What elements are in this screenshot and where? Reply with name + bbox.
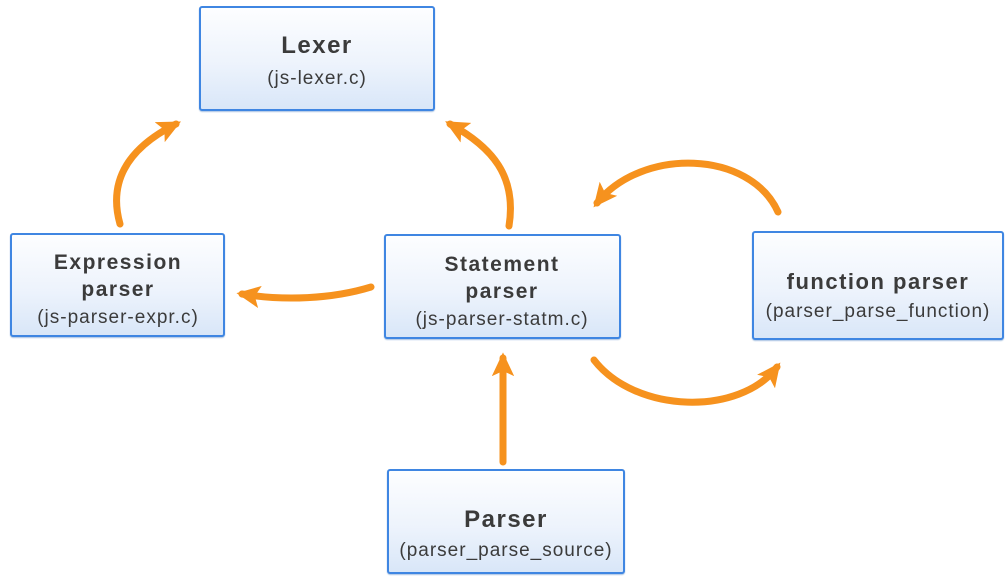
node-function-parser: function parser (parser_parse_function)	[752, 231, 1004, 340]
node-lexer-title: Lexer	[281, 32, 353, 59]
node-statement-parser-title-line2: parser	[465, 280, 538, 303]
node-lexer: Lexer (js-lexer.c)	[199, 6, 435, 111]
node-parser-subtitle: (parser_parse_source)	[399, 540, 612, 561]
arrow-expression-parser-to-lexer	[113, 120, 182, 228]
node-statement-parser-title-line1: Statement	[444, 253, 559, 276]
node-expression-parser-box	[10, 233, 225, 337]
node-statement-parser-subtitle: (js-parser-statm.c)	[415, 309, 588, 330]
node-parser-title: Parser	[464, 506, 548, 533]
arrow-statement-parser-to-function-parser	[590, 356, 781, 406]
node-function-parser-subtitle: (parser_parse_function)	[766, 301, 991, 322]
node-statement-parser: Statement parser (js-parser-statm.c)	[384, 234, 621, 339]
node-parser: Parser (parser_parse_source)	[387, 469, 625, 574]
arrow-function-parser-to-statement-parser	[593, 159, 782, 216]
node-statement-parser-box	[384, 234, 621, 339]
node-parser-box	[387, 469, 625, 574]
node-expression-parser-title-line1: Expression	[54, 251, 182, 274]
node-function-parser-title: function parser	[787, 269, 970, 294]
node-expression-parser-subtitle: (js-parser-expr.c)	[37, 307, 199, 328]
node-expression-parser-title-line2: parser	[81, 278, 154, 301]
arrow-statement-parser-to-lexer	[445, 120, 514, 230]
arrow-statement-parser-to-expression-parser	[236, 283, 375, 309]
node-expression-parser: Expression parser (js-parser-expr.c)	[10, 233, 225, 337]
node-function-parser-box	[752, 231, 1004, 340]
node-lexer-box	[199, 6, 435, 111]
node-lexer-subtitle: (js-lexer.c)	[267, 68, 367, 89]
